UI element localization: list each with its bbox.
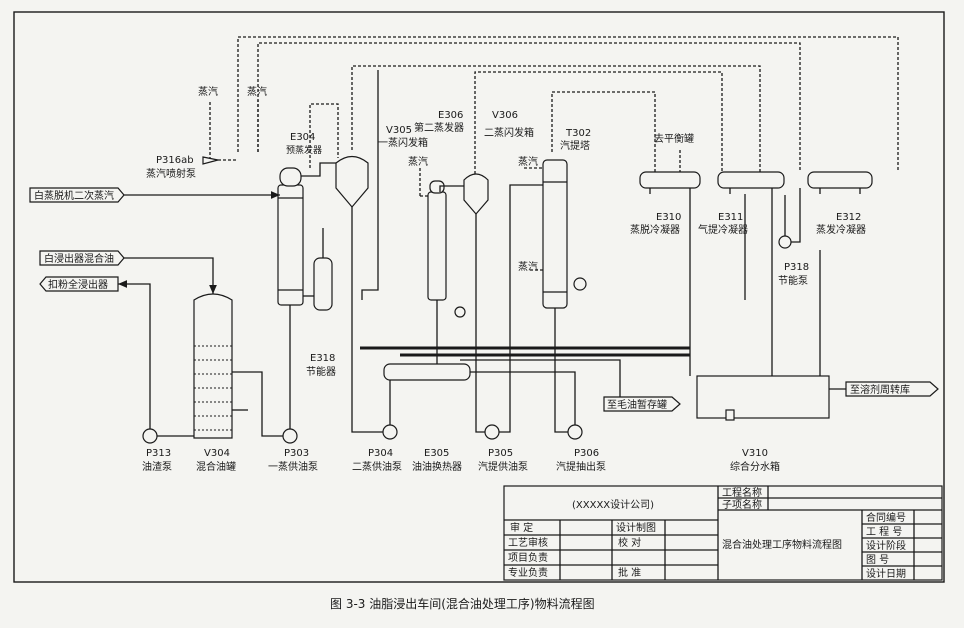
stream-crude-oil-tank-label: 至毛油暂存罐 (607, 398, 667, 411)
e310-tag: E310 (656, 212, 681, 223)
equipment-labels: P316ab 蒸汽喷射泵 E304 预蒸发器 V305 一蒸闪发箱 E306 第… (142, 110, 866, 473)
figure-caption: 图 3-3 油脂浸出车间(混合油处理工序)物料流程图 (330, 596, 595, 611)
stripping-column-t302 (542, 159, 587, 309)
e318-tag: E318 (310, 353, 335, 364)
steam-label-4: 蒸汽 (518, 155, 538, 168)
steam-label-1: 蒸汽 (198, 85, 218, 98)
stream-flag-extractor-mixed-oil: 白浸出器混合油 (39, 250, 125, 266)
e306-name: 第二蒸发器 (414, 121, 464, 134)
v306-name: 二蒸闪发箱 (484, 126, 534, 139)
stream-flag-secondary-steam: 白蒸脱机二次蒸汽 (29, 187, 125, 203)
approve-label: 审 定 (510, 521, 533, 534)
e304-tag: E304 (290, 132, 315, 143)
project-lead-label: 项目负责 (508, 551, 548, 564)
stream-flag-whole-extractor: 扣粉全浸出器 (39, 276, 119, 292)
t302-tag: T302 (565, 128, 591, 139)
design-drawing-label: 设计制图 (616, 521, 656, 534)
condenser-e311 (717, 171, 785, 194)
specialty-lead-label: 专业负责 (508, 566, 548, 579)
e305-name: 油油换热器 (412, 460, 462, 473)
pump-p318 (778, 188, 801, 249)
v304-name: 混合油罐 (196, 460, 236, 473)
v306-tag: V306 (492, 110, 518, 121)
project-name-label: 工程名称 (722, 486, 762, 499)
contract-no-label: 合同编号 (866, 511, 906, 524)
v305-name: 一蒸闪发箱 (378, 136, 428, 149)
v305-tag: V305 (386, 125, 412, 136)
e318-name: 节能器 (306, 365, 336, 378)
t302-name: 汽提塔 (560, 139, 590, 152)
p318-tag: P318 (784, 262, 809, 273)
steam-label-3: 蒸汽 (408, 155, 428, 168)
check-label: 校 对 (618, 536, 641, 549)
e310-name: 蒸脱冷凝器 (630, 223, 680, 236)
process-review-label: 工艺审核 (508, 536, 548, 549)
stream-flag-crude-oil-tank: 至毛油暂存罐 (603, 396, 681, 412)
subitem-name-label: 子项名称 (722, 498, 762, 511)
drawing-title: 混合油处理工序物料流程图 (722, 538, 842, 551)
e311-tag: E311 (718, 212, 743, 223)
v310-name: 综合分水箱 (730, 460, 780, 473)
e312-tag: E312 (836, 212, 861, 223)
p313-name: 油渣泵 (142, 460, 172, 473)
v304-tag: V304 (204, 448, 230, 459)
p313-tag: P313 (146, 448, 171, 459)
vapor-lines (209, 36, 899, 174)
balance-tank-label: 去平衡罐 (654, 132, 694, 145)
stream-extractor-mixed-oil-label: 白浸出器混合油 (44, 252, 114, 265)
p306-name: 汽提抽出泵 (556, 460, 606, 473)
p305-tag: P305 (488, 448, 513, 459)
p304-tag: P304 (368, 448, 393, 459)
title-block: (XXXXX设计公司) 工程名称 子项名称 审 定 设计制图 工艺审核 校 对 … (503, 485, 943, 581)
design-stage-label: 设计阶段 (866, 539, 906, 552)
water-separator-v310 (696, 375, 830, 421)
pre-evaporator-e304 (277, 167, 304, 306)
p304-name: 二蒸供油泵 (352, 460, 402, 473)
condenser-e310 (639, 171, 701, 194)
p306-tag: P306 (574, 448, 599, 459)
e304-name: 预蒸发器 (286, 144, 322, 156)
drawing-frame (13, 11, 945, 583)
stream-secondary-steam-label: 白蒸脱机二次蒸汽 (34, 189, 114, 202)
steam-label-2: 蒸汽 (247, 85, 267, 98)
p316ab-tag: P316ab (156, 155, 194, 166)
company-name: (XXXXX设计公司) (572, 498, 654, 511)
flash-tank-v305 (335, 155, 369, 208)
e311-name: 气提冷凝器 (698, 223, 748, 236)
v310-tag: V310 (742, 448, 768, 459)
e305-tag: E305 (424, 448, 449, 459)
stream-flag-solvent-tank: 至溶剂周转库 (845, 381, 939, 397)
drawing-no-label: 图 号 (866, 554, 889, 566)
p303-tag: P303 (284, 448, 309, 459)
e306-tag: E306 (438, 110, 463, 121)
project-no-label: 工 程 号 (866, 526, 902, 538)
design-date-label: 设计日期 (866, 567, 906, 580)
second-evaporator-e306 (427, 180, 466, 318)
p305-name: 汽提供油泵 (478, 460, 528, 473)
condenser-e312 (807, 171, 873, 194)
heat-exchanger-e305 (383, 363, 471, 381)
steam-label-5: 蒸汽 (518, 260, 538, 273)
p316ab-name: 蒸汽喷射泵 (146, 167, 196, 180)
p303-name: 一蒸供油泵 (268, 460, 318, 473)
ratify-label: 批 准 (618, 566, 641, 579)
steam-jet-pump-p316ab (202, 156, 219, 165)
stream-solvent-tank-label: 至溶剂周转库 (850, 383, 910, 396)
economizer-e318 (313, 257, 333, 311)
e312-name: 蒸发冷凝器 (816, 223, 866, 236)
mixed-oil-tank-v304 (193, 293, 233, 439)
p318-name: 节能泵 (778, 274, 808, 287)
flash-tank-v306 (463, 173, 489, 215)
stream-whole-extractor-label: 扣粉全浸出器 (48, 278, 108, 291)
